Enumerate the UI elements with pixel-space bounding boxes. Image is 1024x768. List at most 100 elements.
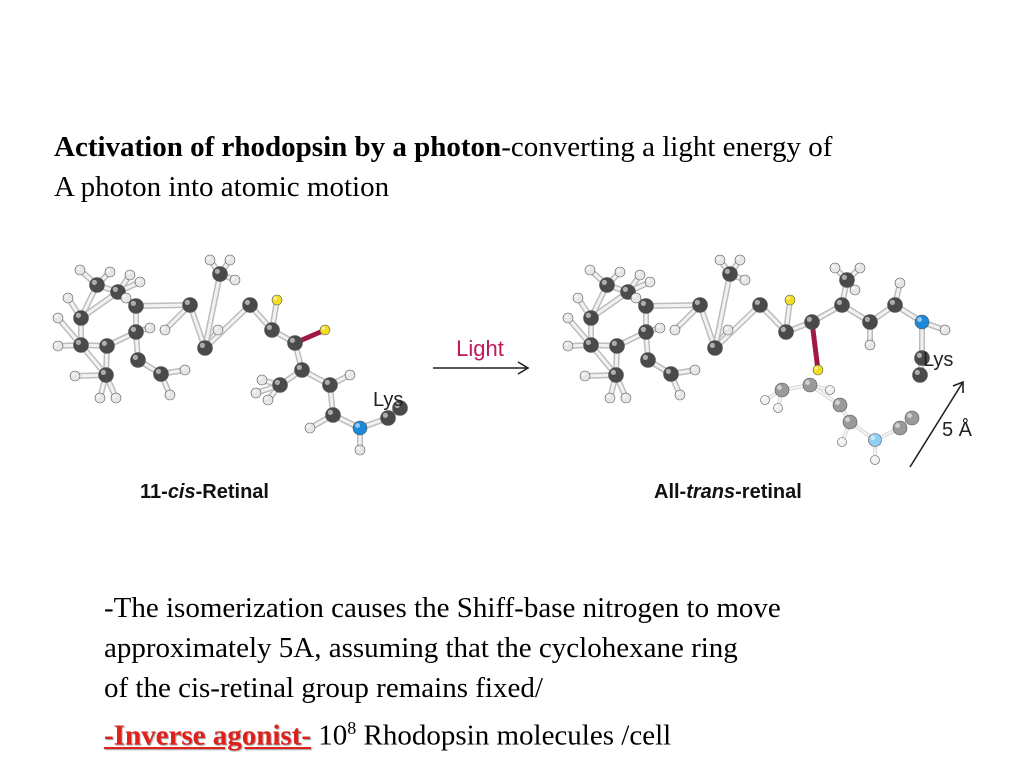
carbon-atom	[197, 340, 213, 356]
carbon-atom	[707, 340, 723, 356]
ghost-nitrogen-atom	[868, 433, 882, 447]
hydrogen-atom	[104, 266, 116, 278]
body-line-4: -Inverse agonist- 108 Rhodopsin molecule…	[104, 708, 1004, 756]
body-line-2: approximately 5A, assuming that the cycl…	[104, 632, 738, 664]
hydrogen-atom	[52, 312, 64, 324]
carbon-atom	[638, 324, 654, 340]
cis-retinal-atoms	[52, 254, 408, 456]
body-line-3: of the cis-retinal group remains fixed/	[104, 672, 543, 704]
carbon-atom	[264, 322, 280, 338]
carbon-atom	[839, 272, 855, 288]
hydrogen-atom	[572, 292, 584, 304]
ghost-carbon-atom	[774, 382, 790, 398]
hydrogen-atom	[229, 274, 241, 286]
trans-retinal-atoms	[562, 254, 951, 465]
carbon-atom	[599, 277, 615, 293]
trans-retinal-caption: All-trans-retinal	[654, 481, 802, 503]
hydrogen-atom	[110, 392, 122, 404]
carbon-atom	[862, 314, 878, 330]
hydrogen-atom	[734, 254, 746, 266]
methyl-hydrogen-highlight	[319, 324, 331, 336]
hydrogen-atom	[864, 339, 876, 351]
hydrogen-atom	[164, 389, 176, 401]
hydrogen-atom	[159, 324, 171, 336]
slide-title: Activation of rhodopsin by a photon-conv…	[54, 127, 994, 207]
displacement-arrow	[909, 381, 964, 468]
carbon-atom	[272, 377, 288, 393]
hydrogen-atom	[689, 364, 701, 376]
carbon-atom	[212, 266, 228, 282]
hydrogen-atom	[74, 264, 86, 276]
distance-label: 5 Å	[942, 418, 973, 441]
hydrogen-atom	[134, 276, 146, 288]
bond-highlight	[644, 303, 702, 308]
hydrogen-atom	[52, 340, 64, 352]
hydrogen-atom	[256, 374, 268, 386]
carbon-atom	[609, 338, 625, 354]
carbon-atom	[128, 324, 144, 340]
hydrogen-atom	[634, 269, 646, 281]
ghost-hydrogen-atom	[760, 395, 770, 405]
carbon-atom	[89, 277, 105, 293]
lys-label-right: Lys	[923, 349, 953, 371]
hydrogen-atom	[630, 292, 642, 304]
hydrogen-atom	[562, 312, 574, 324]
bond-highlight	[203, 303, 252, 350]
bond-highlight	[713, 303, 762, 350]
carbon-atom	[242, 297, 258, 313]
carbon-atom	[322, 377, 338, 393]
carbon-atom	[914, 350, 930, 366]
light-label: Light	[456, 336, 504, 361]
hydrogen-atom	[894, 277, 906, 289]
methyl-hydrogen-highlight	[784, 294, 796, 306]
hydrogen-atom	[579, 370, 591, 382]
cis-retinal-caption: 11-cis-Retinal	[140, 481, 269, 503]
carbon-atom	[887, 297, 903, 313]
explanation-text: -The isomerization causes the Shiff-base…	[104, 588, 1004, 756]
carbon-atom	[663, 366, 679, 382]
carbon-atom	[834, 297, 850, 313]
carbon-atom	[130, 352, 146, 368]
hydrogen-atom	[674, 389, 686, 401]
carbon-atom	[583, 310, 599, 326]
carbon-atom	[692, 297, 708, 313]
inverse-agonist-label: -Inverse agonist-	[104, 719, 312, 752]
carbon-atom	[608, 367, 624, 383]
hydrogen-atom	[654, 322, 666, 334]
hydrogen-atom	[94, 392, 106, 404]
hydrogen-atom	[562, 340, 574, 352]
carbon-atom	[128, 298, 144, 314]
hydrogen-atom	[304, 422, 316, 434]
isomerization-bond	[809, 319, 821, 373]
carbon-atom	[722, 266, 738, 282]
hydrogen-atom	[714, 254, 726, 266]
carbon-atom	[380, 410, 396, 426]
hydrogen-atom	[204, 254, 216, 266]
nitrogen-atom	[352, 420, 368, 436]
hydrogen-atom	[354, 444, 366, 456]
hydrogen-atom	[644, 276, 656, 288]
ghost-carbon-atom	[802, 377, 818, 393]
hydrogen-atom	[262, 394, 274, 406]
hydrogen-atom	[614, 266, 626, 278]
ghost-hydrogen-atom	[825, 385, 835, 395]
bond-highlight	[134, 303, 192, 308]
molecule-count-exponent: 8	[347, 718, 357, 738]
ghost-carbon-atom	[842, 414, 858, 430]
hydrogen-atom	[179, 364, 191, 376]
carbon-atom	[73, 337, 89, 353]
cis-retinal-bonds	[55, 257, 403, 453]
retinal-molecules-svg: Light Lys Lys 5 Å 11-cis-Retinal All-tra…	[52, 254, 973, 503]
carbon-atom	[98, 367, 114, 383]
carbon-atom	[804, 314, 820, 330]
body-line-1: -The isomerization causes the Shiff-base…	[104, 592, 781, 624]
lys-label-left: Lys	[373, 389, 403, 411]
ghost-hydrogen-atom	[773, 403, 783, 413]
molecule-count-base: 10	[318, 719, 348, 752]
hydrogen-atom	[739, 274, 751, 286]
ghost-carbon-atom	[904, 410, 920, 426]
carbon-atom	[752, 297, 768, 313]
displacement-arrowhead	[952, 380, 964, 393]
title-bold-text: Activation of rhodopsin by a photon	[54, 131, 502, 163]
carbon-atom	[182, 297, 198, 313]
